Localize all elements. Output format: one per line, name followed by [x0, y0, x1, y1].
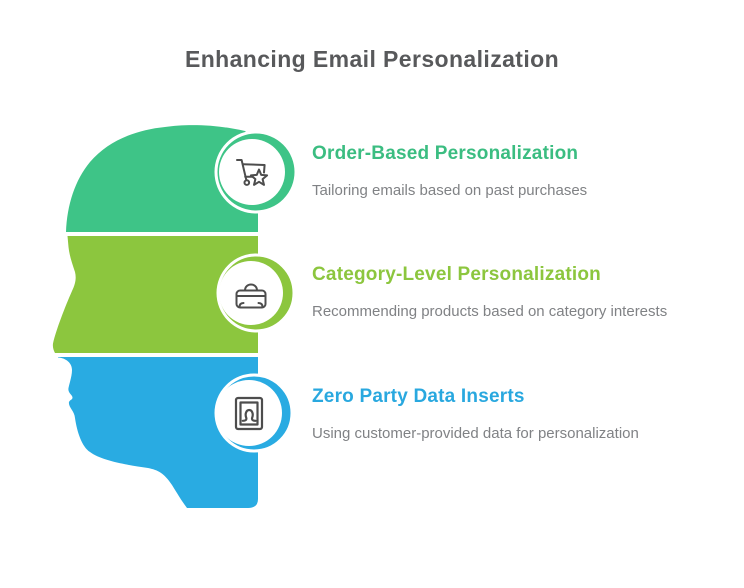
bubble-inner-order: [219, 139, 285, 205]
head-band-order: [66, 125, 258, 232]
section-order-description: Tailoring emails based on past purchases: [312, 182, 588, 199]
bag-icon: [235, 283, 267, 309]
section-zero-party-description: Using customer-provided data for persona…: [312, 425, 639, 442]
section-order-heading: Order-Based Personalization: [312, 143, 579, 164]
section-zero-party-heading: Zero Party Data Inserts: [312, 386, 525, 407]
head-diagram: [52, 125, 298, 508]
head-band-category: [52, 236, 258, 353]
section-category-description: Recommending products based on category …: [312, 303, 668, 320]
head-band-zero-party: [58, 357, 258, 508]
section-zero-party: Zero Party Data Inserts Using customer-p…: [312, 386, 722, 443]
section-category: Category-Level Personalization Recommend…: [312, 264, 722, 321]
cart-star-icon: [236, 159, 269, 186]
section-category-heading: Category-Level Personalization: [312, 264, 601, 285]
id-card-icon: [234, 396, 264, 431]
section-order: Order-Based Personalization Tailoring em…: [312, 143, 722, 200]
page-title: Enhancing Email Personalization: [184, 46, 560, 72]
bubble-inner-category: [219, 261, 283, 325]
bubble-inner-zero-party: [216, 380, 282, 446]
